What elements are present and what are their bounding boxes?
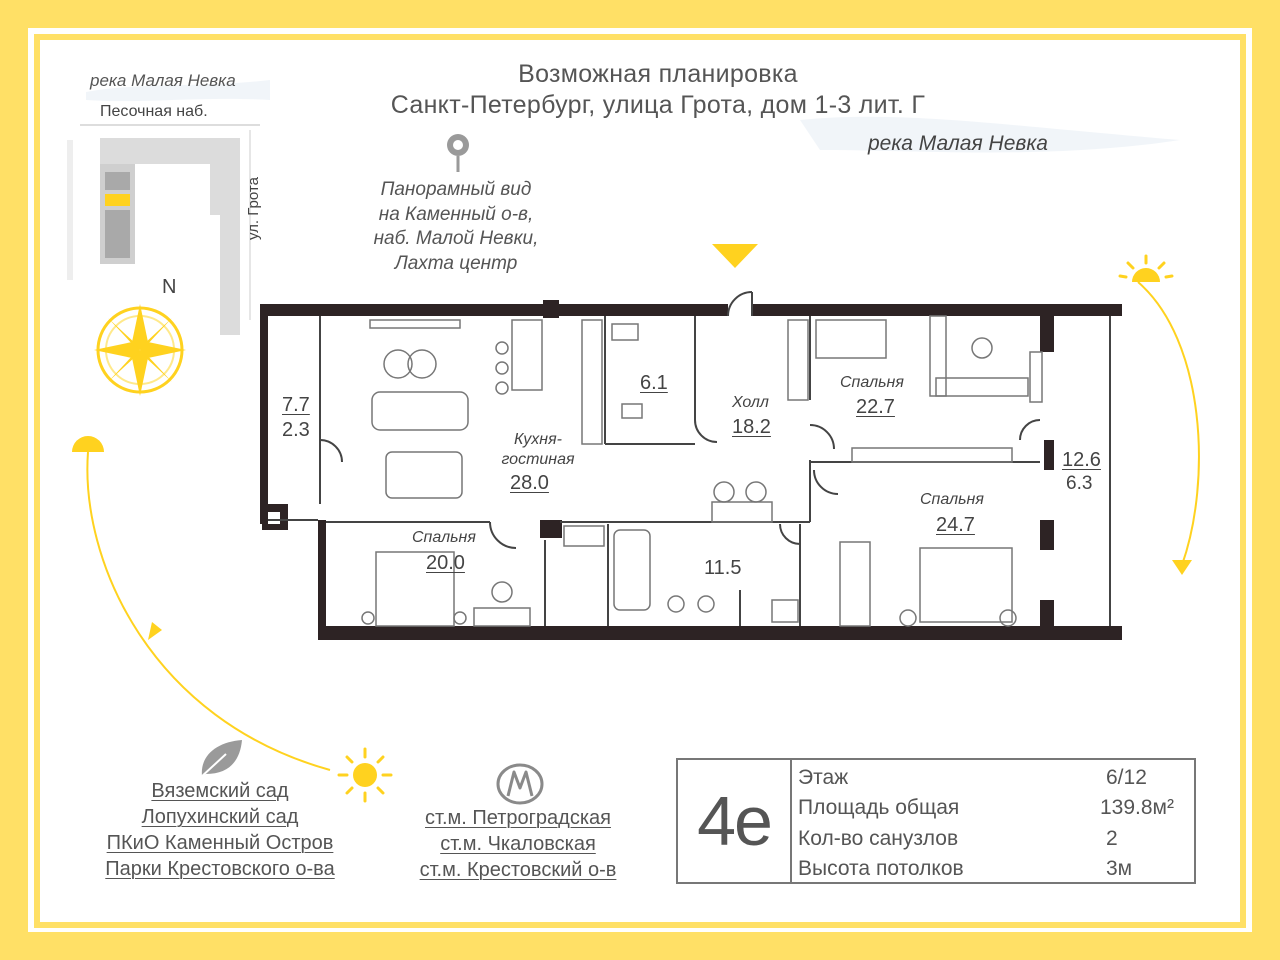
panorama-line-3: наб. Малой Невки,: [373, 228, 539, 249]
panorama-line-4: Лахта центр: [394, 252, 518, 274]
info-label-area: Площадь общая: [798, 796, 960, 819]
room-area2-balcony-right: 6.3: [1066, 473, 1093, 494]
room-area-bedroom-left: 20.0: [426, 552, 465, 574]
apartment-info-box: 4е Этаж 6/12 Площадь общая 139.8м² Кол-в…: [676, 758, 1196, 884]
panorama-line-1: Панорамный вид: [380, 179, 532, 200]
room-label-bedroom-left: Спальня: [412, 529, 476, 546]
entrance-arrow-icon: [712, 244, 758, 268]
room-area-bathroom-large: 11.5: [704, 557, 742, 579]
metro-item: ст.м. Петроградская: [425, 807, 611, 829]
room-label-kitchen-living: Кухня- гостиная: [501, 431, 575, 468]
sun-icon-bottom: [337, 747, 393, 803]
room-label-hall: Холл: [732, 394, 769, 411]
room-area-bedroom-right: 24.7: [936, 514, 975, 536]
north-label: N: [162, 276, 177, 298]
room-area-kitchen-living: 28.0: [510, 472, 549, 494]
leaf-icon: [199, 740, 242, 779]
map-embankment-label: Песочная наб.: [100, 103, 208, 120]
park-item: Парки Крестовского о-ва: [105, 858, 335, 880]
info-label-ceiling: Высота потолков: [798, 857, 964, 880]
info-value-area: 139.8м²: [1100, 796, 1174, 819]
panorama-line-2: на Каменный о-в,: [378, 203, 534, 225]
site-map: [67, 124, 260, 335]
park-item: ПКиО Каменный Остров: [106, 832, 334, 854]
location-pin-icon: [447, 134, 469, 172]
room-label-bedroom-top: Спальня: [840, 374, 904, 391]
apartment-code: 4е: [678, 760, 792, 882]
room-area2-balcony-left: 2.3: [282, 419, 310, 441]
yellow-inner-frame: [34, 34, 1246, 928]
park-item: Лопухинский сад: [141, 806, 299, 828]
metro-item: ст.м. Крестовский о-в: [419, 859, 617, 881]
map-river-label: река Малая Невка: [90, 71, 236, 90]
metro-icon: [496, 763, 544, 805]
page-title: Возможная планировка: [518, 60, 798, 88]
info-value-ceiling: 3м: [1106, 857, 1133, 880]
info-label-floor: Этаж: [798, 766, 849, 789]
sun-icon: [1118, 254, 1174, 282]
info-value-floor: 6/12: [1106, 766, 1147, 789]
address-subtitle: Санкт-Петербург, улица Грота, дом 1-3 ли…: [390, 91, 926, 119]
info-label-bathrooms: Кол-во санузлов: [798, 827, 959, 850]
room-area-hall: 18.2: [732, 416, 771, 438]
room-area-bedroom-top: 22.7: [856, 396, 895, 418]
parks-list: Вяземский сад Лопухинский сад ПКиО Камен…: [60, 778, 380, 882]
metro-list: ст.м. Петроградская ст.м. Чкаловская ст.…: [388, 805, 648, 883]
room-area-bathroom-small: 6.1: [640, 372, 668, 394]
river-label-right: река Малая Невка: [868, 132, 1048, 155]
panorama-description: Панорамный вид на Каменный о-в, наб. Мал…: [340, 178, 572, 276]
room-area-balcony-right: 12.6: [1062, 449, 1101, 471]
room-area-balcony-left: 7.7: [282, 394, 310, 416]
metro-item: ст.м. Чкаловская: [440, 833, 596, 855]
room-label-bedroom-right: Спальня: [920, 491, 984, 508]
park-item: Вяземский сад: [151, 780, 289, 802]
compass-rose-icon: [94, 304, 186, 396]
info-value-bathrooms: 2: [1106, 827, 1118, 850]
